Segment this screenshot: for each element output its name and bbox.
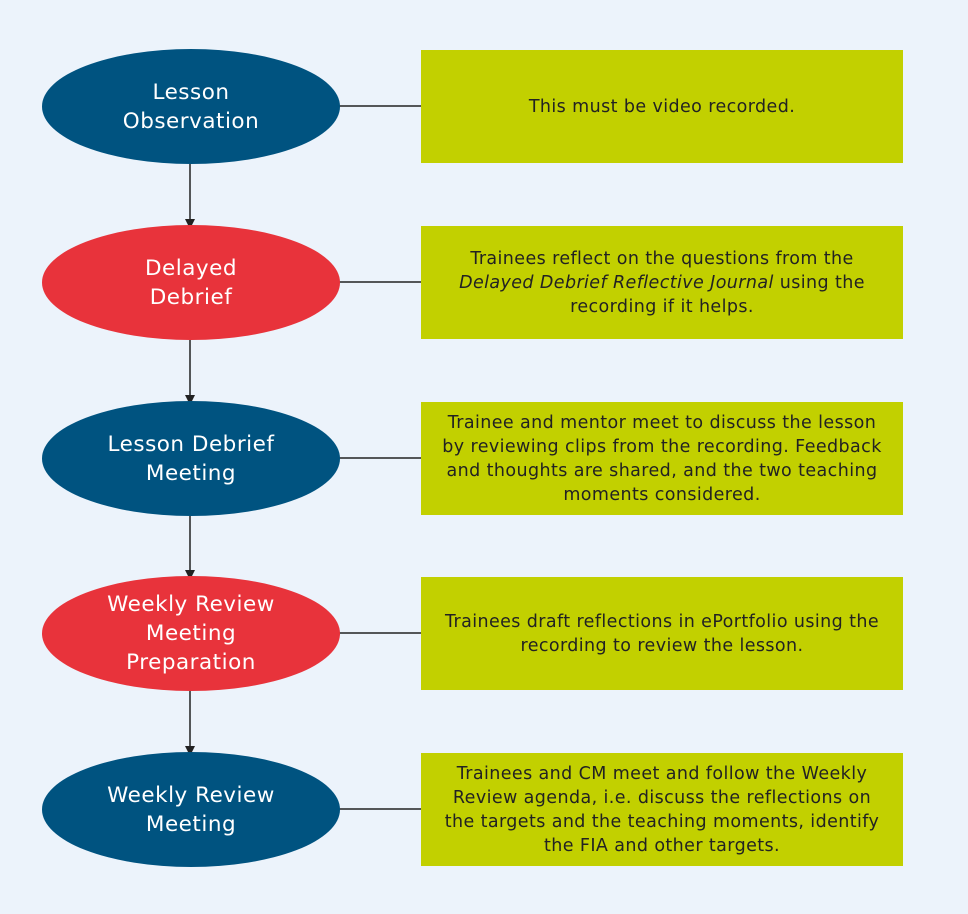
description-text: Trainees reflect on the questions from t… bbox=[470, 248, 854, 269]
step-label: Lesson Observation bbox=[122, 79, 260, 134]
step-description-box-4: Trainees draft reflections in ePortfolio… bbox=[421, 577, 903, 690]
description-text: Trainees and CM meet and follow the Week… bbox=[444, 763, 880, 856]
step-ellipse-delayed-debrief: Delayed Debrief bbox=[42, 225, 340, 340]
step-description: This must be video recorded. bbox=[529, 95, 795, 119]
step-description: Trainees draft reflections in ePortfolio… bbox=[441, 610, 883, 658]
description-text: This must be video recorded. bbox=[528, 96, 796, 117]
step-label: Lesson Debrief Meeting bbox=[107, 431, 275, 486]
description-emphasis: Delayed Debrief Reflective Journal bbox=[459, 272, 774, 293]
step-ellipse-lesson-debrief-meeting: Lesson Debrief Meeting bbox=[42, 401, 340, 516]
step-description: Trainees reflect on the questions from t… bbox=[441, 247, 883, 319]
step-label: Weekly Review Meeting Preparation bbox=[107, 592, 275, 675]
step-ellipse-weekly-review-preparation: Weekly Review Meeting Preparation bbox=[42, 576, 340, 691]
description-text-tail: using the recording if it helps. bbox=[570, 272, 865, 317]
step-description-box-5: Trainees and CM meet and follow the Week… bbox=[421, 753, 903, 866]
step-label: Delayed Debrief bbox=[144, 255, 238, 310]
description-text: Trainee and mentor meet to discuss the l… bbox=[442, 412, 882, 505]
description-text: Trainees draft reflections in ePortfolio… bbox=[444, 611, 880, 656]
step-description-box-2: Trainees reflect on the questions from t… bbox=[421, 226, 903, 339]
step-ellipse-weekly-review-meeting: Weekly Review Meeting bbox=[42, 752, 340, 867]
step-description: Trainee and mentor meet to discuss the l… bbox=[441, 411, 883, 507]
step-description-box-1: This must be video recorded. bbox=[421, 50, 903, 163]
step-description-box-3: Trainee and mentor meet to discuss the l… bbox=[421, 402, 903, 515]
step-ellipse-lesson-observation: Lesson Observation bbox=[42, 49, 340, 164]
step-label: Weekly Review Meeting bbox=[107, 782, 275, 837]
step-description: Trainees and CM meet and follow the Week… bbox=[441, 762, 883, 858]
